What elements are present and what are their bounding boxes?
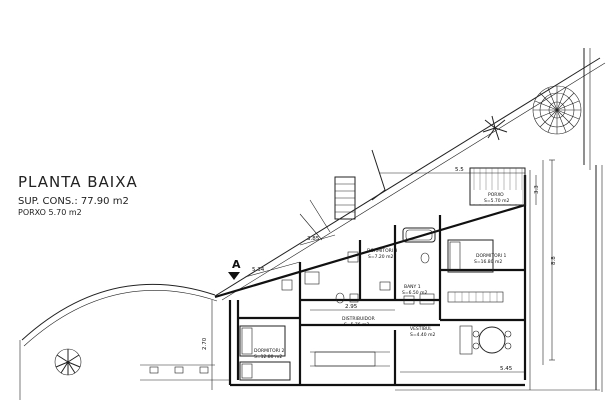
room-label-porch: PORXO: [488, 192, 504, 198]
room-area-bath-1: S=6.50 m2: [402, 290, 427, 296]
room-label-vestibule: VESTÍBUL: [410, 325, 432, 332]
dim-right-height: 8.8: [551, 256, 557, 265]
dim-diag-b: 3.85: [307, 236, 320, 242]
room-label-bedroom-1: DORMITORI 1: [476, 253, 507, 259]
porch-area: PORXO S=5.70 m2: [469, 167, 526, 206]
plan-title: PLANTA BAIXA: [18, 173, 138, 191]
room-labels: DORMITORI 3 S=7.20 m2 DORMITORI 1 S=16.8…: [254, 248, 507, 360]
room-area-bedroom-3: S=7.20 m2: [368, 254, 393, 260]
dim-porch-depth: 3.3: [534, 185, 540, 194]
exterior-staircase: [299, 149, 386, 241]
interior-partitions: [238, 215, 525, 385]
room-area-bedroom-1: S=16.80 m2: [474, 259, 502, 265]
room-label-bedroom-3: DORMITORI 3: [367, 248, 398, 254]
dim-diag-a: 5.34: [252, 267, 265, 273]
dim-top-width: 5.5: [455, 167, 464, 173]
dim-hall-width: 2.95: [345, 304, 358, 310]
room-label-bath-1: BANY 1: [404, 284, 421, 290]
porch-area-label: PORXO 5.70 m2: [18, 208, 82, 217]
plant-icon: [482, 115, 508, 141]
tree-icon: [532, 85, 582, 135]
bedroom-furniture: [239, 239, 512, 381]
bathroom-fixtures: [281, 227, 436, 305]
site-boundary: [19, 48, 606, 400]
dim-bottom-width: 5.45: [500, 366, 513, 372]
room-area-porch: S=5.70 m2: [484, 198, 509, 204]
room-area-hall: S=5.76 m2: [344, 322, 369, 328]
section-arrow-icon: [228, 272, 240, 280]
section-label: A: [232, 258, 241, 271]
room-area-vestibule: S=4.40 m2: [410, 332, 435, 338]
room-label-bedroom-2: DORMITORI 2: [254, 348, 285, 354]
room-area-bedroom-2: S=12.80 m2: [254, 354, 282, 360]
room-label-hall: DISTRIBUIDOR: [342, 316, 375, 322]
section-marker: A: [228, 258, 241, 280]
plant-icon: [54, 348, 82, 376]
built-area-label: SUP. CONS.: 77.90 m2: [18, 196, 129, 207]
dim-left-height: 2.70: [202, 337, 208, 350]
dimension-lines: 5.5 8.8 5.45 5.34 3.85 2.70 3.3 2.95: [202, 159, 557, 390]
garden-edging: [140, 364, 600, 391]
